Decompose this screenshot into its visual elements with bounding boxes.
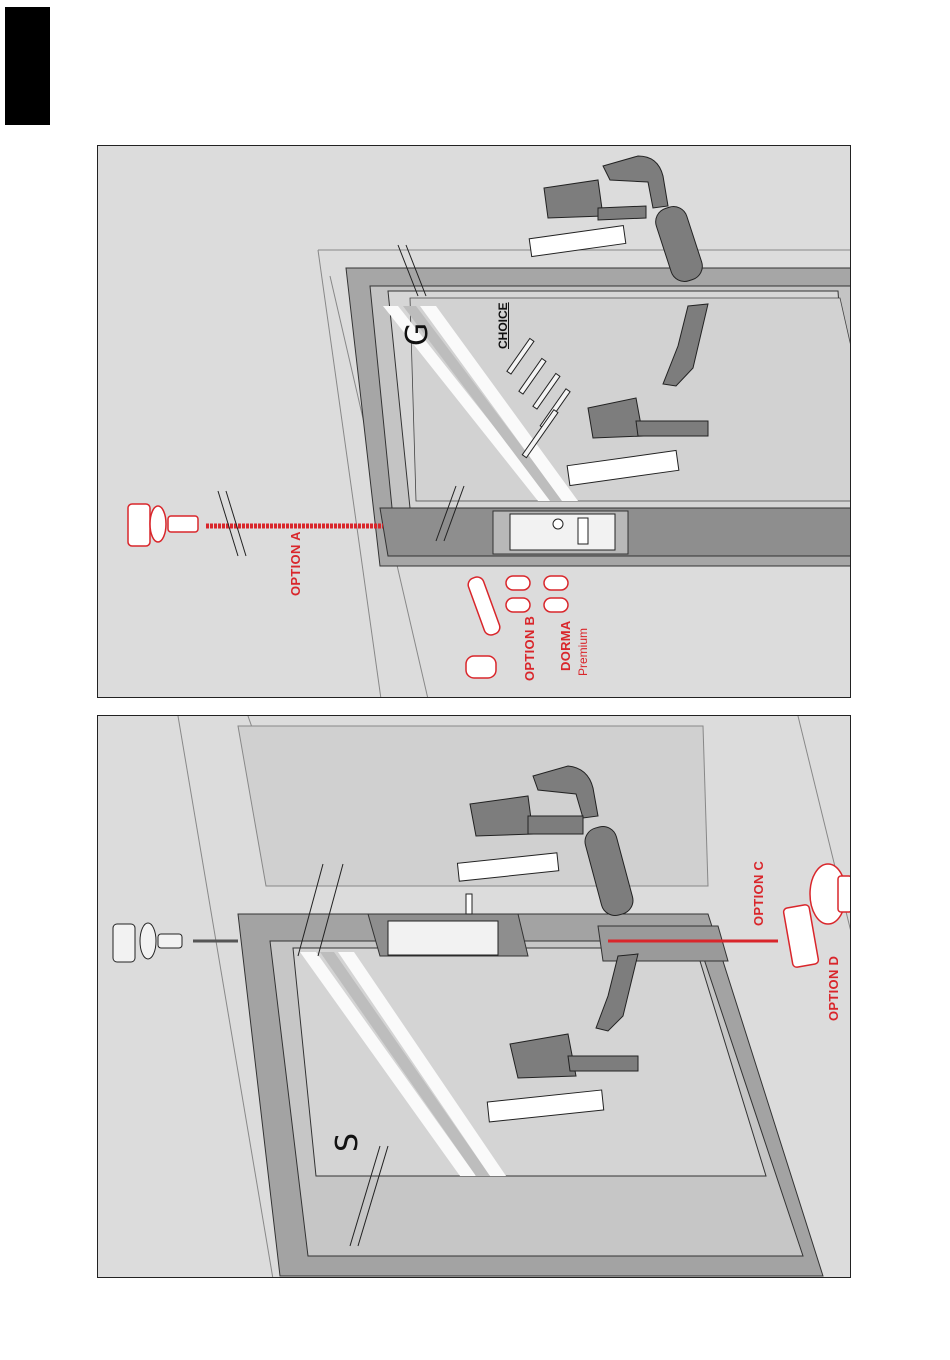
option-b-label: OPTION B xyxy=(522,616,537,681)
brand-sub-label: Premium xyxy=(576,628,590,676)
letter-s-label: S xyxy=(330,1133,365,1152)
brand-label: DORMA xyxy=(558,620,573,671)
option-a-label: OPTION A xyxy=(288,531,303,596)
diagram-panel-bottom: S OPTION C OPTION D xyxy=(97,715,851,1278)
option-d-label: OPTION D xyxy=(826,956,841,1021)
letter-g-label: G xyxy=(400,323,435,346)
diagram-panel-top: G CHOICE OPTION A OPTION B DORMA Premium xyxy=(97,145,851,698)
choice-label: CHOICE xyxy=(496,302,510,349)
page-tab-marker xyxy=(5,7,50,125)
option-c-label: OPTION C xyxy=(751,861,766,926)
diagram-top-illustration xyxy=(98,146,851,698)
diagram-bottom-illustration xyxy=(98,716,851,1278)
